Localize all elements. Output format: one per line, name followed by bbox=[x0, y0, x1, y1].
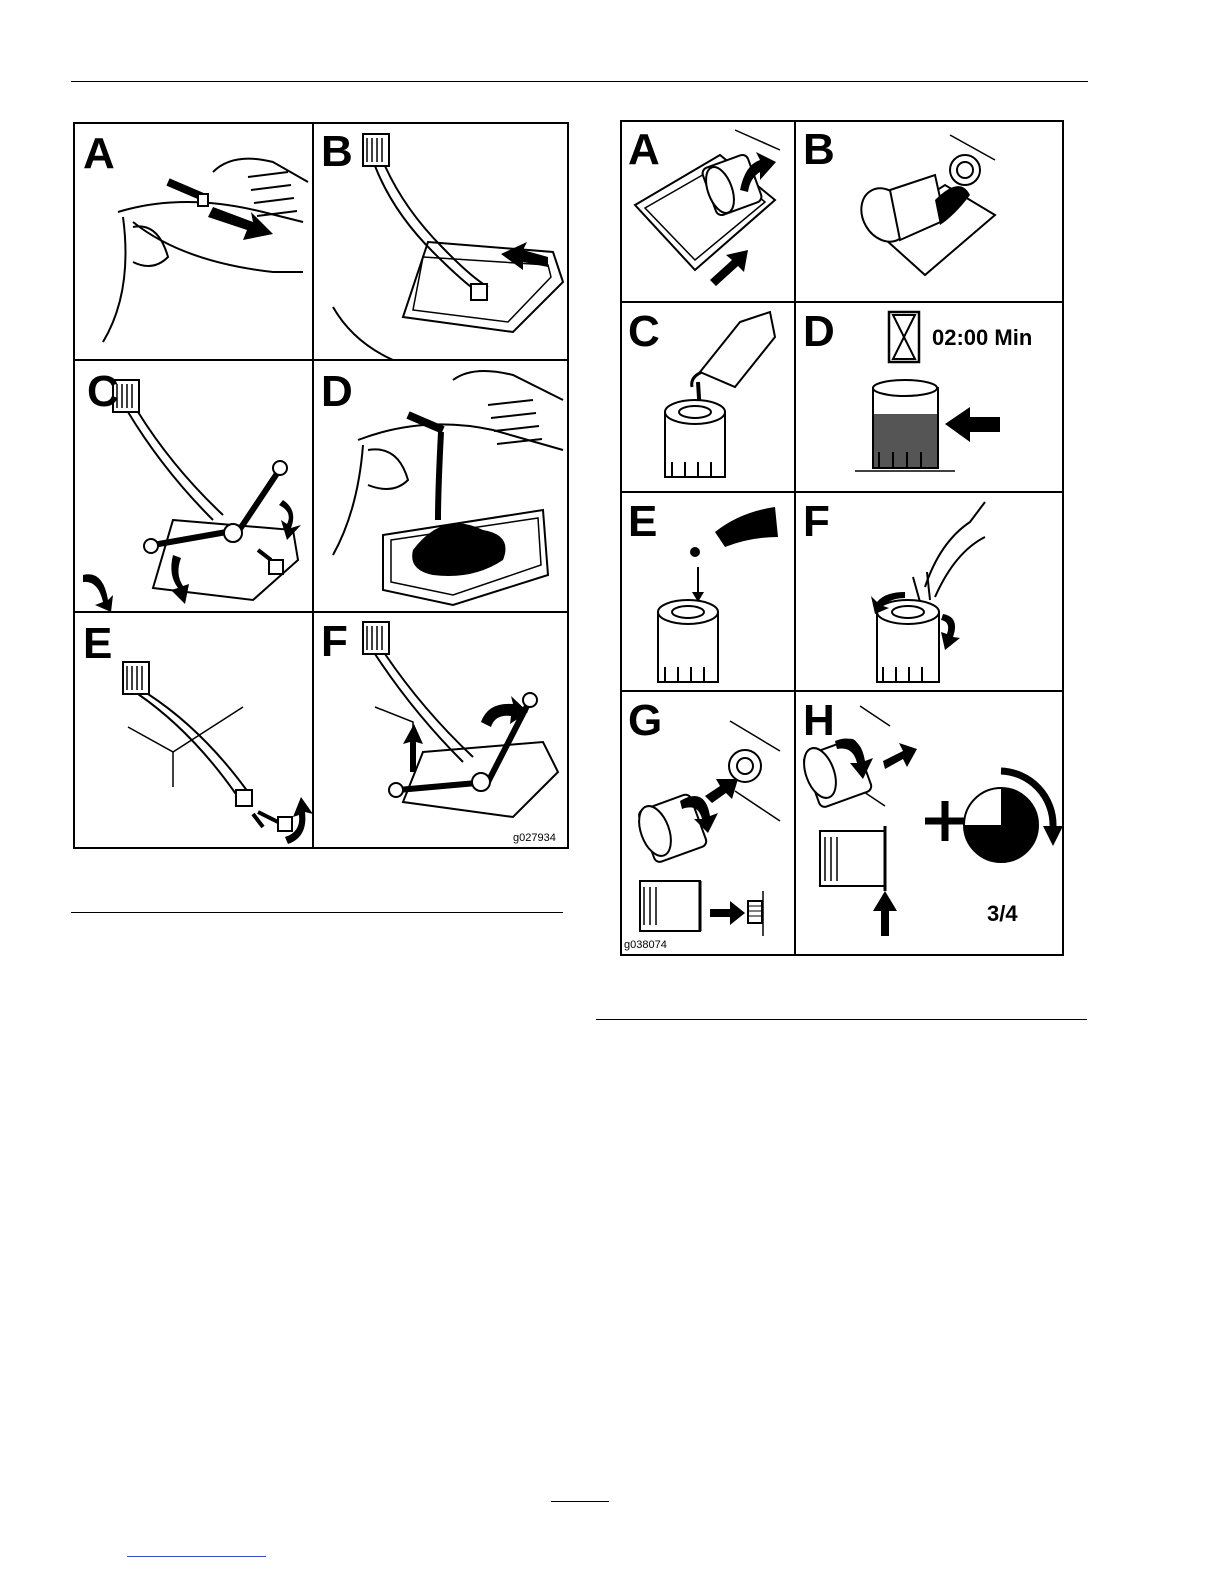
panel-letter: G bbox=[628, 699, 662, 743]
spread-oil-on-gasket-illustration bbox=[795, 492, 1064, 691]
panel-letter: B bbox=[803, 128, 835, 172]
oil-filter-figure: A B C bbox=[620, 120, 1064, 956]
panel-letter: A bbox=[83, 132, 115, 176]
panel-letter: B bbox=[321, 130, 353, 174]
right-panel-d: D 02:00 Min bbox=[795, 302, 1064, 492]
footer-link-underline[interactable] bbox=[127, 1556, 266, 1557]
header-rule bbox=[71, 81, 1088, 82]
right-panel-e: E bbox=[620, 492, 795, 691]
figure-id: g038074 bbox=[624, 939, 667, 951]
tighten-drain-plug-illustration bbox=[313, 612, 569, 849]
left-panel-c: C bbox=[73, 360, 313, 612]
panel-letter: A bbox=[628, 128, 660, 172]
left-panel-e: E bbox=[73, 612, 313, 849]
left-panel-a: A bbox=[73, 122, 313, 360]
panel-letter: H bbox=[803, 699, 835, 743]
filter-drain-into-pan-illustration bbox=[795, 120, 1064, 302]
panel-letter: C bbox=[628, 310, 660, 354]
panel-letter: F bbox=[803, 500, 830, 544]
left-panel-f: F g027934 bbox=[313, 612, 569, 849]
panel-letter: D bbox=[803, 310, 835, 354]
turn-fraction-label: 3/4 bbox=[987, 901, 1018, 927]
right-panel-b: B bbox=[795, 120, 1064, 302]
timer-label: 02:00 Min bbox=[932, 325, 1032, 351]
panel-letter: F bbox=[321, 620, 348, 664]
left-panel-d: D bbox=[313, 360, 569, 612]
right-panel-g: G g038074 bbox=[620, 691, 795, 956]
panel-letter: E bbox=[628, 500, 657, 544]
panel-letter: D bbox=[321, 370, 353, 414]
left-panel-b: B bbox=[313, 122, 569, 360]
figure-caption-rule bbox=[596, 1019, 1087, 1020]
page-number-rule bbox=[551, 1501, 609, 1502]
right-panel-c: C bbox=[620, 302, 795, 492]
right-panel-h: H 3/4 bbox=[795, 691, 1064, 956]
right-panel-a: A bbox=[620, 120, 795, 302]
panel-letter: E bbox=[83, 622, 112, 666]
panel-letter: C bbox=[87, 370, 119, 414]
oil-drain-figure: A B bbox=[73, 122, 569, 849]
right-panel-f: F bbox=[795, 492, 1064, 691]
figure-id: g027934 bbox=[513, 832, 556, 844]
figure-caption-rule bbox=[71, 912, 563, 913]
hand-tighten-three-quarter-turn-illustration bbox=[795, 691, 1064, 956]
